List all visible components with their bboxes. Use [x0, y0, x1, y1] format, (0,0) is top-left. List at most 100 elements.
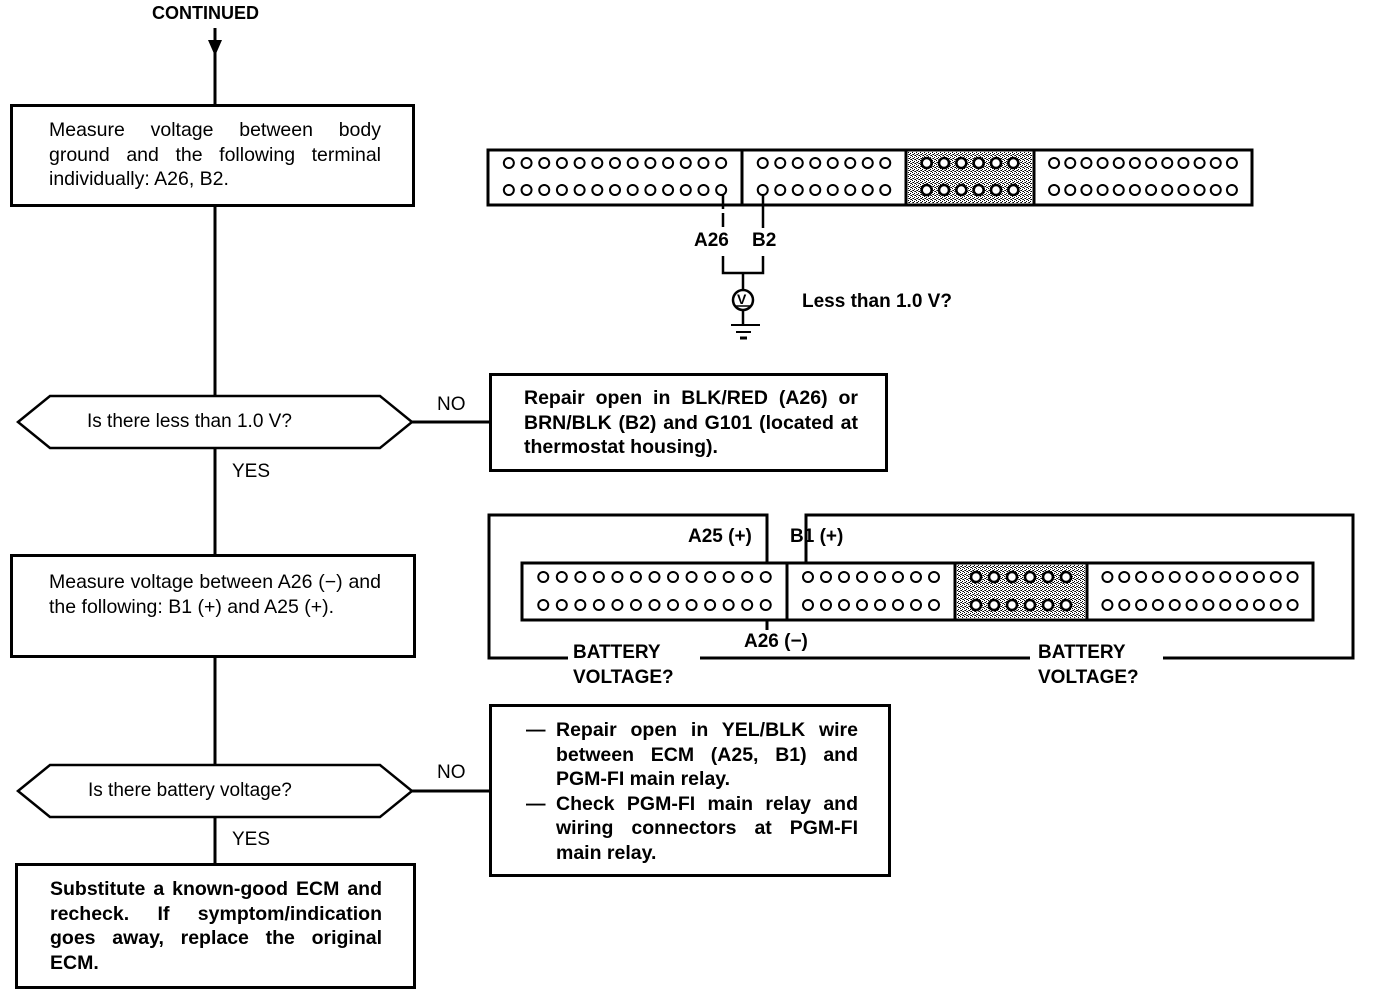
measure-battery-text: Measure voltage between A26 (−) and the …: [49, 571, 381, 618]
terminal-pin: [1286, 571, 1299, 583]
box-measure-battery: [10, 554, 416, 658]
repair-relay-item: — Repair open in YEL/BLK wire between EC…: [526, 718, 858, 792]
terminal-a26-label: A26: [694, 230, 729, 251]
terminal-pin: [644, 157, 657, 169]
terminal-pin: [722, 599, 735, 611]
terminal-pin: [1007, 156, 1020, 170]
terminal-pin: [756, 157, 769, 169]
terminal-pin: [697, 157, 710, 169]
terminal-pin: [1048, 157, 1061, 169]
decision-battery-yes: YES: [232, 829, 271, 850]
terminal-pin: [774, 184, 787, 196]
connector-section-A: [502, 150, 744, 205]
terminal-pin: [856, 571, 868, 583]
terminal-pin: [520, 184, 533, 196]
terminal-pin: [715, 157, 728, 169]
repair-relay-item: — Check PGM-FI main relay and wiring con…: [526, 792, 858, 866]
repair-relay-list: — Repair open in YEL/BLK wire between EC…: [526, 718, 858, 865]
voltmeter-icon: [731, 288, 755, 312]
terminal-pin: [1193, 157, 1206, 169]
terminal-pin: [861, 184, 874, 196]
terminal-pin: [1059, 598, 1073, 612]
decision-less-than-question: Is there less than 1.0 V?: [87, 411, 292, 432]
terminal-pin: [1135, 571, 1148, 583]
terminal-pin: [502, 184, 515, 196]
terminal-pin: [537, 571, 550, 583]
terminal-pin: [644, 184, 657, 196]
terminal-pin: [1128, 157, 1141, 169]
terminal-pin: [1269, 571, 1282, 583]
ecm-connector-1: [486, 148, 1254, 207]
terminal-pin: [555, 157, 568, 169]
terminal-pin: [555, 571, 568, 583]
terminal-pin: [1193, 184, 1206, 196]
substitute-ecm-text: Substitute a known-good ECM and recheck.…: [50, 878, 382, 974]
terminal-pin: [667, 571, 680, 583]
terminal-pin: [1118, 571, 1131, 583]
terminal-pin: [1101, 571, 1114, 583]
terminal-pin: [573, 157, 586, 169]
ecm-connector-2: [520, 561, 1315, 622]
terminal-pin: [1080, 184, 1093, 196]
terminal-pin: [648, 599, 661, 611]
terminal-pin: [844, 184, 857, 196]
terminal-pin: [1185, 599, 1198, 611]
terminal-pin: [1151, 599, 1164, 611]
terminal-pin: [1041, 598, 1055, 612]
terminal-pin: [838, 571, 850, 583]
terminal-pin: [1252, 571, 1265, 583]
connector-section-A: [537, 563, 789, 620]
terminal-pin: [1202, 599, 1215, 611]
terminal-pin: [910, 571, 922, 583]
connector-section-B: [756, 150, 908, 205]
battery-voltage-left-line2: VOLTAGE?: [573, 667, 674, 688]
terminal-pin: [609, 184, 621, 196]
decision-battery-question: Is there battery voltage?: [88, 780, 292, 801]
terminal-pin: [910, 599, 922, 611]
dash-bullet: —: [526, 792, 546, 815]
terminal-pin: [626, 184, 639, 196]
terminal-b1-label: B1 (+): [790, 526, 844, 547]
terminal-pin: [629, 599, 642, 611]
terminal-pin: [1269, 599, 1282, 611]
terminal-pin: [1185, 571, 1198, 583]
connector-section-D: [1101, 571, 1299, 611]
terminal-pin: [611, 599, 624, 611]
ground-icon: [731, 324, 760, 340]
terminal-pin: [1219, 599, 1232, 611]
flow-connectors: [213, 28, 490, 864]
battery-voltage-right-line1: BATTERY: [1038, 642, 1126, 663]
terminal-pin: [791, 157, 804, 169]
terminal-a26-neg-label: A26 (−): [744, 631, 808, 652]
terminal-pin: [609, 157, 621, 169]
terminal-pin: [555, 599, 568, 611]
terminal-pin: [1209, 184, 1222, 196]
terminal-pin: [697, 184, 710, 196]
terminal-pin: [826, 157, 839, 169]
measure-ground-text: Measure voltage between body ground and …: [49, 119, 381, 190]
terminal-pin: [715, 184, 728, 196]
terminal-pin: [1145, 184, 1158, 196]
terminal-pin: [879, 157, 892, 169]
terminal-pin: [1080, 157, 1093, 169]
decision-battery-shape: [16, 763, 414, 819]
terminal-pin: [874, 571, 886, 583]
terminal-pin: [722, 571, 735, 583]
terminal-pin: [809, 157, 822, 169]
terminal-pin: [987, 598, 1001, 612]
terminal-pin: [1005, 570, 1019, 584]
terminal-pin: [592, 571, 605, 583]
terminal-pin: [791, 184, 804, 196]
battery-voltage-left-label: BATTERY VOLTAGE?: [573, 640, 674, 690]
terminal-pin: [1135, 599, 1148, 611]
terminal-pin: [1219, 571, 1232, 583]
terminal-pin: [704, 571, 717, 583]
terminal-pin: [1064, 184, 1077, 196]
terminal-pin: [574, 571, 587, 583]
terminal-pin: [1225, 157, 1238, 169]
terminal-pin: [1023, 598, 1037, 612]
terminal-pin: [592, 599, 605, 611]
terminal-pin: [989, 156, 1003, 170]
terminal-pin: [502, 157, 515, 169]
connector-section-C: [957, 563, 1089, 620]
